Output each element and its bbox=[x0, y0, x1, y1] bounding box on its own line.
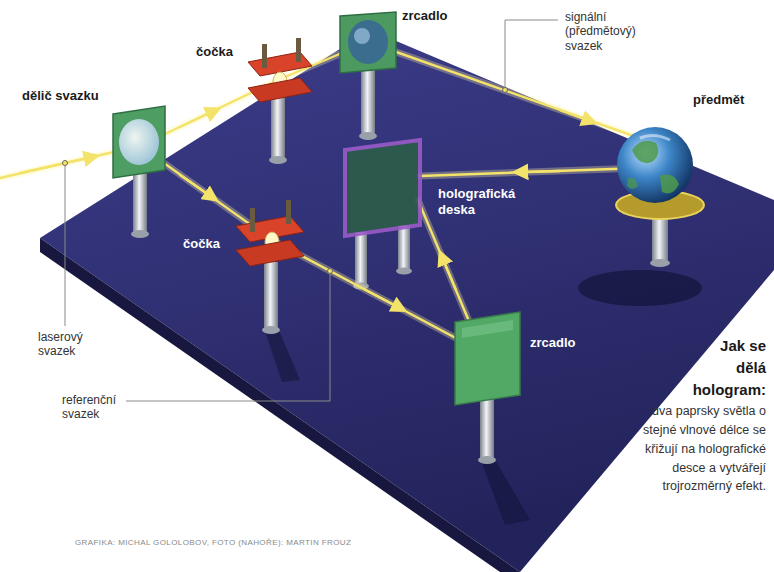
beam-splitter bbox=[113, 106, 165, 178]
leader-lines bbox=[65, 20, 558, 401]
beam-label: laserový svazek bbox=[38, 330, 100, 359]
lens-label: čočka bbox=[196, 44, 233, 60]
lens-shadow bbox=[264, 328, 300, 382]
beam-label: referenční svazek bbox=[62, 393, 124, 422]
holographic-plate bbox=[345, 140, 420, 236]
title: Jak se dělá hologram: bbox=[480, 335, 766, 400]
splitter-label: dělič svazku bbox=[22, 88, 99, 104]
plate-label: holografická deska bbox=[438, 186, 542, 217]
beam-label: signální (předmětový) svazek bbox=[565, 10, 649, 53]
caption: dva paprsky světla o stejné vlnové délce… bbox=[480, 402, 766, 496]
object-shadow bbox=[578, 270, 702, 306]
lens-label: čočka bbox=[183, 236, 220, 252]
lens-holder bbox=[236, 200, 304, 266]
object-label: předmět bbox=[693, 92, 744, 108]
lens-holder bbox=[248, 38, 312, 102]
mirror-shadow bbox=[480, 458, 530, 525]
mirror bbox=[455, 312, 520, 405]
credit-note: GRAFIKA: MICHAL GOLOLOBOV, FOTO (NAHOŘE)… bbox=[75, 538, 351, 548]
stands bbox=[131, 70, 670, 464]
light-beams bbox=[0, 42, 645, 352]
leader-dots bbox=[63, 88, 508, 274]
optical-table bbox=[40, 30, 774, 572]
table-edge bbox=[40, 238, 520, 572]
text-panel: Jak se dělá hologram: dva paprsky světla… bbox=[480, 335, 766, 571]
mirror-label: zrcadlo bbox=[530, 335, 576, 351]
mirror-label: zrcadlo bbox=[402, 8, 448, 24]
mirror bbox=[340, 12, 396, 73]
object-globe bbox=[616, 127, 704, 219]
